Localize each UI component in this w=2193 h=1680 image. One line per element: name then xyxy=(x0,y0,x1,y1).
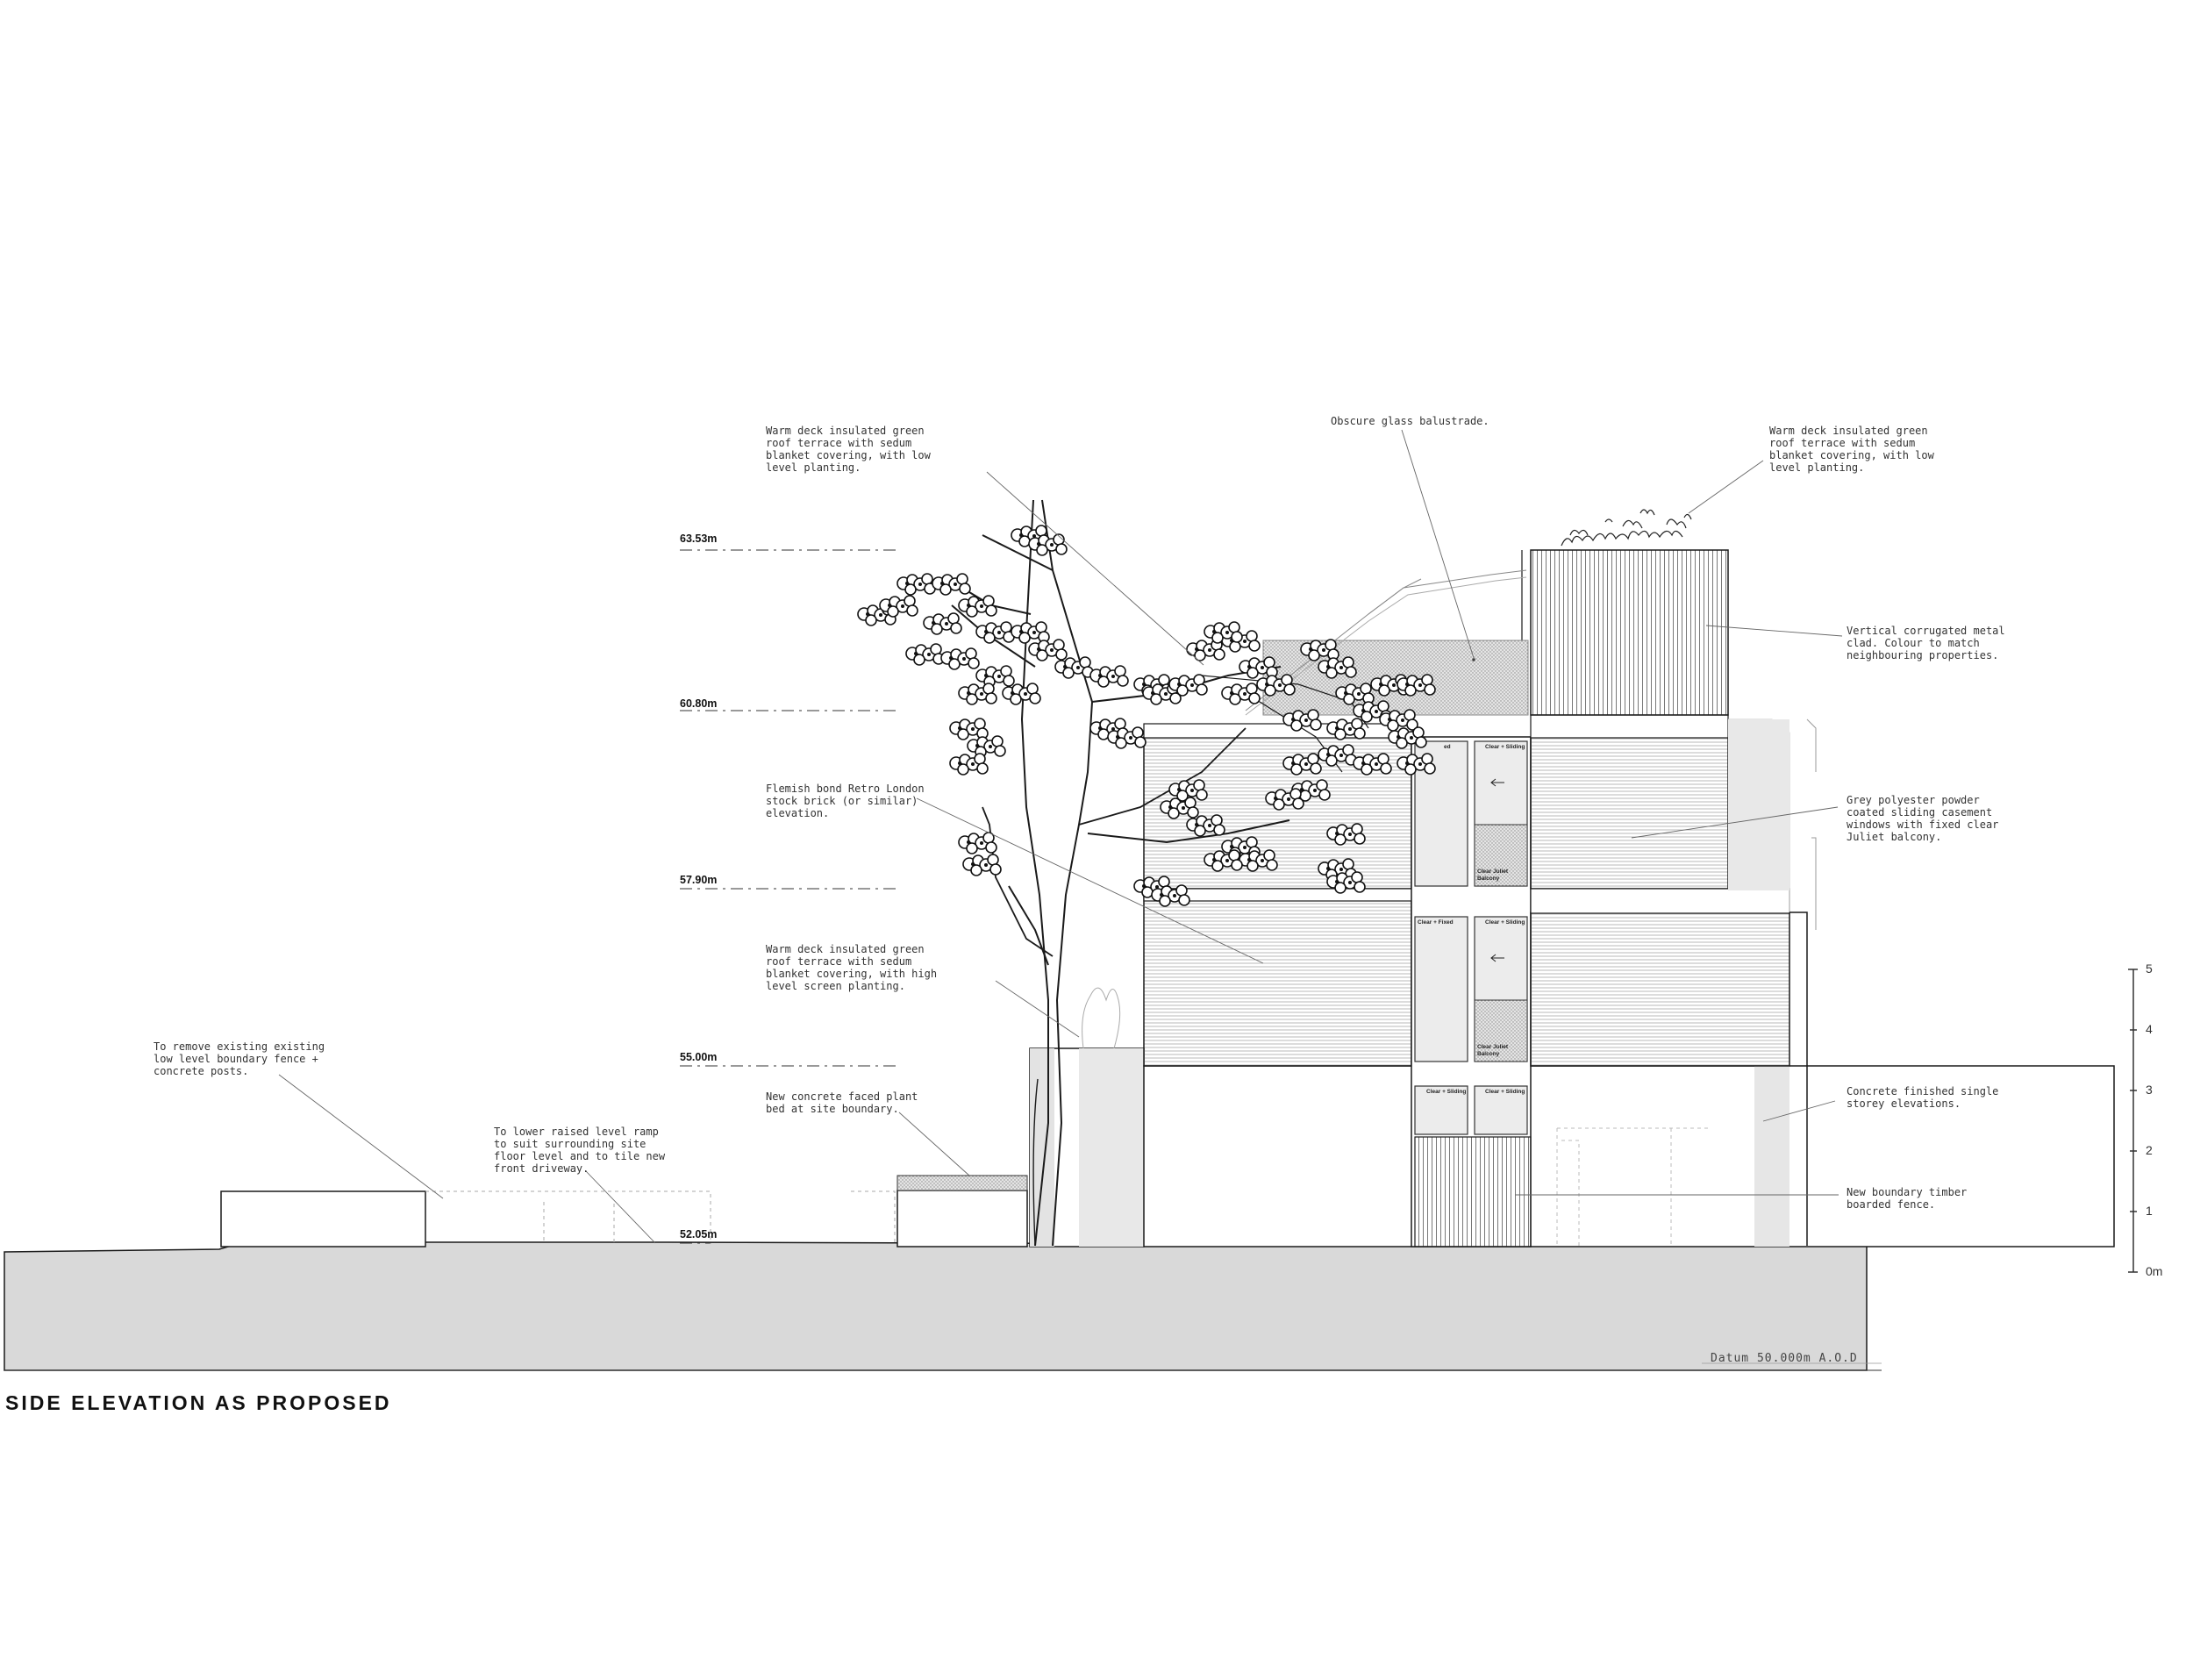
leader-lines xyxy=(278,429,1843,1244)
note-timber-fence: New boundary timber boarded fence. xyxy=(1847,1186,1968,1211)
note-metal-clad: Vertical corrugated metal clad. Colour t… xyxy=(1847,625,2005,661)
brick-storey-2 xyxy=(1143,890,1412,1067)
metal-clad-box xyxy=(1530,549,1729,716)
window-label-w8: ed xyxy=(1444,744,1451,750)
note-brick: Flemish bond Retro London stock brick (o… xyxy=(766,783,925,819)
note-windows: Grey polyester powder coated sliding cas… xyxy=(1847,794,1999,843)
scale-label-5: 5 xyxy=(2146,962,2153,976)
brick-right-upper xyxy=(1530,736,1729,890)
note-remove-fence: To remove existing existing low level bo… xyxy=(154,1040,325,1077)
window-label-w7: Clear + Sliding xyxy=(1485,1089,1525,1095)
note-green-roof-top: Warm deck insulated green roof terrace w… xyxy=(766,425,931,474)
window-label-w6: Clear + Sliding xyxy=(1426,1089,1467,1095)
note-plant-bed: New concrete faced plant bed at site bou… xyxy=(766,1090,918,1115)
level-label-57-90: 57.90m xyxy=(680,874,718,886)
level-label-52-05: 52.05m xyxy=(680,1228,718,1240)
note-green-roof-right: Warm deck insulated green roof terrace w… xyxy=(1769,425,1934,474)
plant-bed xyxy=(896,1190,1028,1247)
window-label-w1: Clear + Sliding xyxy=(1485,744,1525,750)
window-label-w4: Clear + Sliding xyxy=(1485,919,1525,926)
level-label-60-80: 60.80m xyxy=(680,697,718,710)
scale-label-4: 4 xyxy=(2146,1022,2153,1036)
window-label-w2: Clear Juliet Balcony xyxy=(1477,869,1509,882)
level-label-63-53: 63.53m xyxy=(680,533,718,545)
scale-label-3: 3 xyxy=(2146,1083,2153,1097)
note-green-roof-mid: Warm deck insulated green roof terrace w… xyxy=(766,943,938,992)
scale-label-0m: 0m xyxy=(2146,1264,2163,1278)
sedum-planting-top xyxy=(1561,509,1692,547)
scale-label-2: 2 xyxy=(2146,1143,2153,1157)
scale-label-1: 1 xyxy=(2146,1204,2153,1218)
level-lines xyxy=(680,549,899,1244)
scale-bar xyxy=(2128,969,2138,1273)
window-label-w5: Clear Juliet Balcony xyxy=(1477,1044,1509,1057)
note-concrete: Concrete finished single storey elevatio… xyxy=(1847,1085,1999,1110)
level-label-55-00: 55.00m xyxy=(680,1051,718,1063)
existing-wall-left xyxy=(220,1190,426,1247)
note-obscure-glass: Obscure glass balustrade. xyxy=(1331,415,1489,427)
drawing-title: SIDE ELEVATION AS PROPOSED xyxy=(5,1391,392,1414)
window-label-w3: Clear + Fixed xyxy=(1418,919,1454,926)
brick-right-lower xyxy=(1530,911,1790,1067)
note-ramp: To lower raised level ramp to suit surro… xyxy=(494,1126,666,1175)
ground-section xyxy=(4,1241,1868,1371)
datum-label: Datum 50.000m A.O.D xyxy=(1711,1352,1858,1365)
concrete-ground-storey xyxy=(1143,1065,2115,1247)
